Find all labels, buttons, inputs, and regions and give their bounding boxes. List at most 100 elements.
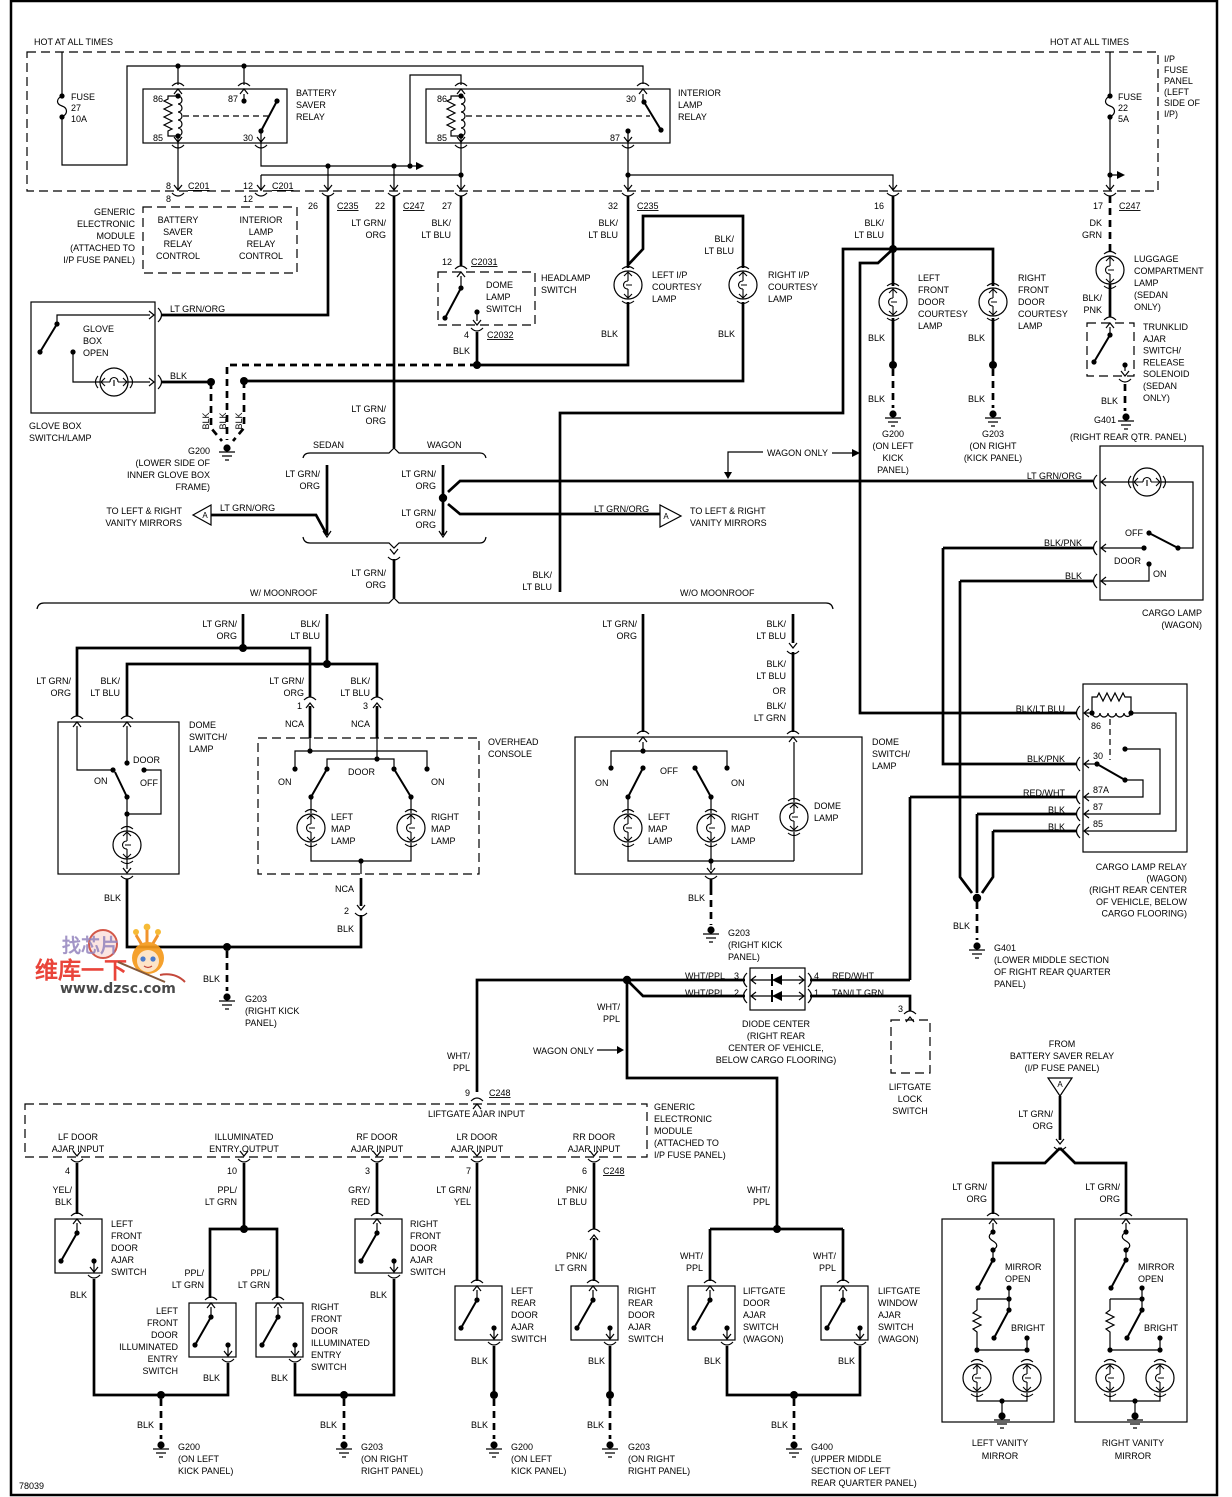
ground-g203-label-line: (ON RIGHT [970, 441, 1017, 451]
ground-g200-label-line: (ON LEFT [872, 441, 914, 451]
vanity-lamp-icon [962, 1358, 992, 1398]
vanity-source-label-line: FROM [1049, 1039, 1076, 1049]
fuse-panel-label-line: SIDE OF [1164, 98, 1201, 108]
wire-label-line: ORG [365, 580, 386, 590]
illuminated-entry-output-line: ENTRY OUTPUT [209, 1144, 279, 1154]
trunklid-switch-label-line: ONLY) [1143, 393, 1170, 403]
left-ip-courtesy-lamp-label-line: LAMP [652, 294, 677, 304]
c248-name: C248 [603, 1166, 625, 1176]
lf-illuminated-entry-switch-label-line: ENTRY [148, 1354, 178, 1364]
switch-door-position: DOOR [348, 767, 376, 777]
wire-label-line: LT GRN/ [1085, 1182, 1120, 1192]
glove-box-open-label-line: GLOVE [83, 324, 114, 334]
wire-label-line: LT GRN [754, 713, 786, 723]
ground-icon [1117, 412, 1135, 430]
vanity-reference-a-icon [191, 503, 212, 527]
relay-pin-87: 87 [1093, 802, 1103, 812]
ground-g400-label-line: G400 [811, 1442, 833, 1452]
dome-switch-lamp-label-line: DOME [189, 720, 216, 730]
wire-label-line: WHT/ [597, 1002, 620, 1012]
ground-g200-label-line: (ON LEFT [511, 1454, 553, 1464]
fuse-22-icon [1104, 95, 1116, 118]
diode-pin: 2 [734, 988, 739, 998]
wire-label-line: LT BLU [588, 230, 618, 240]
ilr-control-label-line: RELAY [247, 239, 276, 249]
relay-pin-87a: 87A [1093, 785, 1109, 795]
bsr-pin-30: 30 [243, 133, 253, 143]
ground-g203-label-line: RIGHT PANEL) [628, 1466, 690, 1476]
gem-label-line: I/P FUSE PANEL) [654, 1150, 726, 1160]
wire-label-line: LT BLU [704, 246, 734, 256]
cargo-lamp-relay-label-line: CARGO LAMP RELAY [1096, 862, 1187, 872]
wire-label: PPL/LT GRN [172, 1268, 205, 1290]
relay-coil-icon [1085, 691, 1132, 714]
wire-label: BLK [203, 974, 220, 984]
ground-icon [218, 443, 236, 461]
c247-name: C247 [1119, 201, 1141, 211]
relay-contact-icon [643, 101, 662, 131]
wire-label: WHT/PPL [813, 1251, 836, 1273]
diagram-frame [9, 0, 1219, 1497]
diode-icon [772, 991, 782, 1001]
left-rear-door-ajar-switch-icon [455, 1280, 502, 1345]
ground-g203-label-line: PANEL) [728, 952, 760, 962]
fuse-panel-label-line: I/P) [1164, 109, 1178, 119]
switch-icon [310, 768, 412, 798]
fuse-panel-bus [177, 74, 462, 191]
gem-label-line: (ATTACHED TO [70, 243, 135, 253]
arrow-right-icon [416, 162, 424, 170]
wire-label: BLK [968, 394, 985, 404]
wire-label-line: LT GRN/ [202, 619, 237, 629]
fuse-22-label-line: FUSE [1118, 92, 1142, 102]
wire-label-line: WHT/ [813, 1251, 836, 1261]
diode-pin: 3 [734, 971, 739, 981]
wire-label-line: LT GRN/ [36, 676, 71, 686]
wire-label: PNK/LT BLU [557, 1185, 587, 1207]
right-front-door-courtesy-lamp-label-line: FRONT [1018, 285, 1049, 295]
ground-g400-label-line: (UPPER MIDDLE [811, 1454, 882, 1464]
dome-lamp-icon [779, 797, 809, 837]
wire-label: BLK/LT BLU [340, 676, 370, 698]
connector-pin: 6 [582, 1166, 587, 1176]
ground-g400-label-line: SECTION OF LEFT [811, 1466, 891, 1476]
dome-switch-lamp-label-line: DOME [872, 737, 899, 747]
c2031-pin: 12 [442, 257, 452, 267]
right-map-lamp-label-line: LAMP [731, 836, 756, 846]
wire-label-line: BLK/ [100, 676, 120, 686]
trunklid-switch-label-line: SOLENOID [1143, 369, 1190, 379]
wire-label-line: LT GRN/ [269, 676, 304, 686]
left-vanity-mirror-label-line: MIRROR [982, 1451, 1019, 1461]
glove-box-label-line: SWITCH/LAMP [29, 433, 92, 443]
watermark-brand-top: 找芯片 [62, 934, 119, 957]
c248-pin: 9 [465, 1088, 470, 1098]
wire-label-line: LT GRN/ [351, 218, 386, 228]
wire-label-line: LT GRN [172, 1280, 204, 1290]
connector-pin: 3 [363, 701, 368, 711]
left-front-door-courtesy-lamp-label-line: LAMP [918, 321, 943, 331]
c235-name: C235 [337, 201, 359, 211]
vanity-reference-a-icon [1046, 1077, 1074, 1098]
c247-pin: 22 [375, 201, 385, 211]
ground-icon [485, 1440, 503, 1458]
wire-label: LT GRN/YEL [436, 1185, 471, 1207]
c248-name: C248 [489, 1088, 511, 1098]
wire-label: GRY/RED [348, 1185, 370, 1207]
wire-label: PPL/LT GRN [238, 1268, 271, 1290]
wire-label-line: BLK/ [766, 701, 786, 711]
glove-box-open-label-line: BOX [83, 336, 102, 346]
connector-icon [387, 548, 401, 561]
liftgate-lock-switch-label-line: LIFTGATE [889, 1082, 931, 1092]
wire-label: PNK/LT GRN [555, 1251, 588, 1273]
wire-label-line: BLK/ [350, 676, 370, 686]
option-without-moonroof: W/O MOONROOF [680, 588, 755, 598]
fuse-27-label-line: 27 [71, 103, 81, 113]
right-front-door-courtesy-lamp-label-line: LAMP [1018, 321, 1043, 331]
